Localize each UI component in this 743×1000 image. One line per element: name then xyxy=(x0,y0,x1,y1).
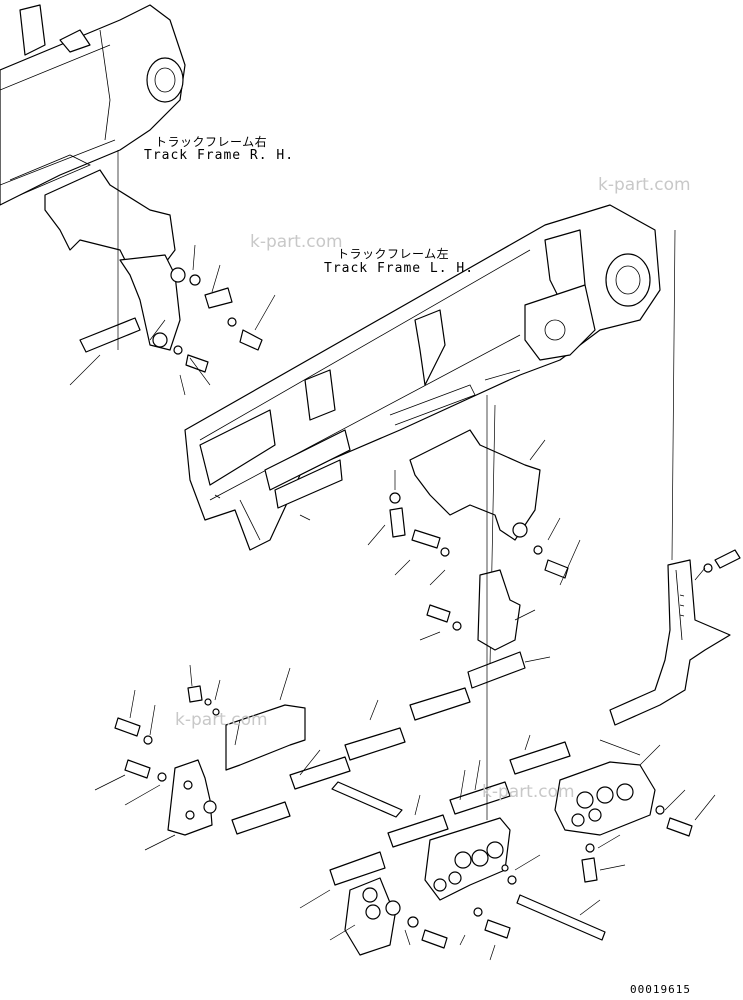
watermark: k-part.com xyxy=(250,232,343,252)
rh-frame-label-jp: トラックフレーム右 xyxy=(155,135,268,149)
lh-frame-label-jp: トラックフレーム左 xyxy=(337,247,450,261)
watermark: k-part.com xyxy=(175,710,268,730)
track-frame-lh xyxy=(184,204,661,551)
slide-plate-set xyxy=(225,667,571,848)
rh-frame-label-en: Track Frame R. H. xyxy=(144,148,295,163)
right-lower-bracket xyxy=(554,739,716,883)
lower-roller-bracket xyxy=(299,817,606,961)
rh-bracket-assembly xyxy=(44,150,276,396)
watermark: k-part.com xyxy=(598,175,691,195)
left-lower-bracket xyxy=(94,664,221,851)
watermark: k-part.com xyxy=(482,782,575,802)
rh-vertical-bracket xyxy=(609,229,741,726)
track-frame-rh xyxy=(0,4,186,206)
lh-center-bracket xyxy=(367,404,581,666)
drawing-number: 00019615 xyxy=(630,983,691,996)
lh-frame-label-en: Track Frame L. H. xyxy=(324,261,475,276)
lh-plate-bracket xyxy=(419,569,551,689)
